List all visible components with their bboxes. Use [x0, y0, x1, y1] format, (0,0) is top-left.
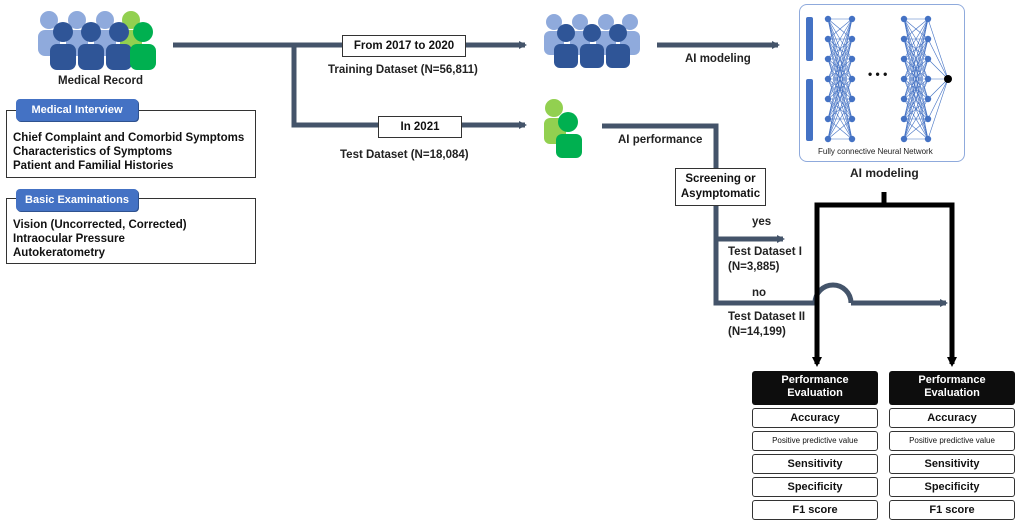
nn-node — [824, 35, 832, 43]
no-label: no — [752, 287, 767, 299]
nn-node — [924, 15, 932, 23]
nn-node — [924, 135, 932, 143]
metric-accuracy: Accuracy — [889, 408, 1015, 428]
interview-item: Chief Complaint and Comorbid Symptoms — [13, 132, 245, 144]
screening-line-1: Screening or — [685, 173, 756, 185]
interview-item: Characteristics of Symptoms — [13, 146, 173, 158]
nn-node — [900, 55, 908, 63]
performance-evaluation-left: Performance Evaluation Accuracy Positive… — [752, 371, 878, 520]
nn-node — [900, 75, 908, 83]
neural-network-icon — [806, 15, 952, 143]
nn-node — [824, 115, 832, 123]
metric-f1: F1 score — [889, 500, 1015, 520]
metric-specificity: Specificity — [889, 477, 1015, 497]
nn-node — [924, 55, 932, 63]
nn-node — [900, 35, 908, 43]
nn-node — [900, 115, 908, 123]
screening-line-2: Asymptomatic — [680, 188, 761, 200]
nn-node — [824, 95, 832, 103]
ai-performance-label: AI performance — [618, 134, 703, 146]
nn-node — [824, 135, 832, 143]
performance-header-line-2: Evaluation — [787, 387, 843, 399]
arrow-test-to-split — [602, 123, 719, 168]
ai-modeling-arrow-label: AI modeling — [685, 53, 751, 65]
arrow-split-to-test2 — [713, 239, 815, 306]
nn-node — [824, 15, 832, 23]
screening-question-box: Screening or Asymptomatic — [675, 168, 766, 206]
performance-evaluation-right: Performance Evaluation Accuracy Positive… — [889, 371, 1015, 520]
performance-header: Performance Evaluation — [889, 371, 1015, 405]
test-dataset-2-name: Test Dataset II — [728, 311, 806, 323]
training-period-box: From 2017 to 2020 — [342, 35, 466, 57]
nn-node — [848, 75, 856, 83]
arrow-record-to-test — [291, 45, 527, 129]
metric-ppv: Positive predictive value — [889, 431, 1015, 451]
nn-node — [900, 15, 908, 23]
nn-node — [824, 75, 832, 83]
nn-node — [900, 95, 908, 103]
nn-node — [848, 15, 856, 23]
nn-node — [848, 35, 856, 43]
metric-sensitivity: Sensitivity — [752, 454, 878, 474]
exam-item: Intraocular Pressure — [13, 233, 125, 245]
test-dataset-2-n: (N=14,199) — [728, 326, 786, 338]
exam-item: Vision (Uncorrected, Corrected) — [13, 219, 187, 231]
nn-node — [848, 95, 856, 103]
nn-node — [848, 135, 856, 143]
metric-sensitivity: Sensitivity — [889, 454, 1015, 474]
nn-caption: Fully connective Neural Network — [818, 147, 933, 156]
nn-node — [924, 75, 932, 83]
nn-node — [848, 115, 856, 123]
medical-record-label: Medical Record — [58, 75, 143, 87]
training-dataset-label: Training Dataset (N=56,811) — [328, 64, 478, 76]
metric-ppv: Positive predictive value — [752, 431, 878, 451]
nn-node — [848, 55, 856, 63]
performance-header-line-2: Evaluation — [924, 387, 980, 399]
test-period-box: In 2021 — [378, 116, 462, 138]
nn-ellipsis: • • • — [868, 67, 888, 81]
people-group-icon — [38, 11, 156, 70]
ai-modeling-caption: AI modeling — [850, 166, 919, 180]
test-dataset-1-name: Test Dataset I — [728, 246, 802, 258]
yes-label: yes — [752, 216, 772, 228]
nn-node — [924, 115, 932, 123]
nn-node — [924, 95, 932, 103]
eval-connectors — [812, 192, 957, 367]
arrow-bridge — [812, 282, 854, 304]
metric-accuracy: Accuracy — [752, 408, 878, 428]
metric-specificity: Specificity — [752, 477, 878, 497]
performance-header-line-1: Performance — [918, 374, 986, 386]
nn-node — [900, 135, 908, 143]
performance-header-line-1: Performance — [781, 374, 849, 386]
metric-f1: F1 score — [752, 500, 878, 520]
training-people-icon — [544, 14, 640, 68]
arrow-split-to-test1 — [713, 206, 785, 243]
test-dataset-label: Test Dataset (N=18,084) — [340, 149, 469, 161]
nn-node — [924, 35, 932, 43]
interview-item: Patient and Familial Histories — [13, 160, 174, 172]
medical-interview-title: Medical Interview — [16, 99, 138, 121]
test-dataset-1-n: (N=3,885) — [728, 261, 780, 273]
green-people-icon — [544, 99, 582, 158]
neural-network-box: • • • Fully connective Neural Network — [799, 4, 965, 162]
basic-examinations-title: Basic Examinations — [16, 189, 138, 211]
nn-node — [824, 55, 832, 63]
exam-item: Autokeratometry — [13, 247, 106, 259]
performance-header: Performance Evaluation — [752, 371, 878, 405]
